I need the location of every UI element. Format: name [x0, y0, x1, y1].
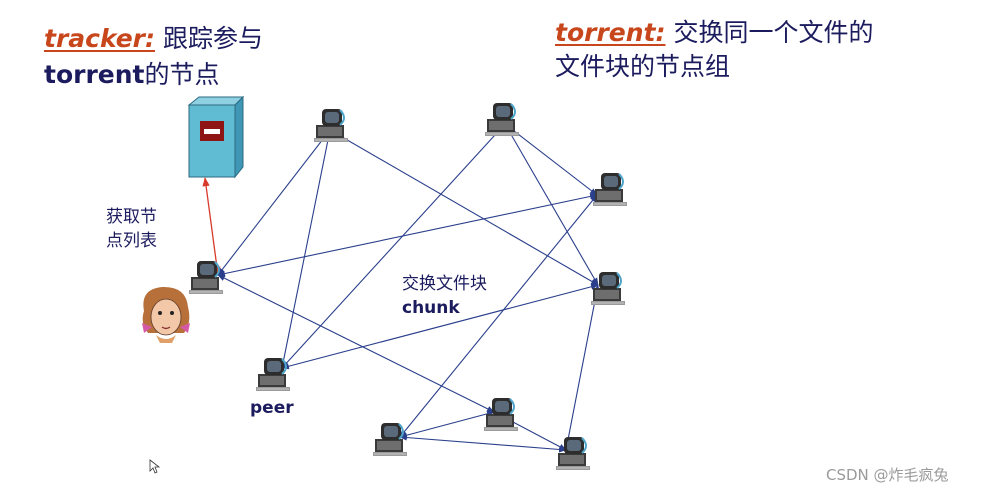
tracker-keyword: tracker: [44, 24, 155, 53]
edge-tracker-user-peer [202, 177, 221, 276]
computer-icon [484, 102, 520, 137]
edge-bottom-left-bottom-right [399, 434, 567, 453]
tracker-desc: 跟踪参与 [162, 24, 263, 53]
edge-top-left-peer [280, 129, 332, 369]
edge-user-peer-right-top [217, 193, 598, 277]
exchange-line1: 交换文件块 [402, 274, 487, 294]
cursor-icon [149, 459, 161, 474]
get-list-label: 获取节 点列表 [106, 205, 157, 253]
edge-top-mid-peer [281, 123, 506, 369]
watermark: CSDN @炸毛疯兔 [826, 466, 949, 484]
edges [202, 123, 600, 453]
get-list-line1: 获取节 [106, 207, 157, 227]
tracker-line2-rest: 的节点 [144, 60, 220, 89]
edge-right-mid-peer [281, 283, 599, 370]
computer-icon [555, 436, 591, 471]
tracker-heading-line2: torrent的节点 [44, 58, 220, 91]
tracker-heading: tracker: 跟踪参与 [44, 22, 263, 55]
torrent-heading: torrent: 交换同一个文件的 [555, 16, 873, 49]
edge-right-mid-bottom-right [564, 284, 600, 451]
torrent-bold: torrent [44, 60, 145, 89]
computer-icon [188, 260, 224, 295]
get-list-line2: 点列表 [106, 231, 157, 251]
computer-icon [483, 397, 519, 432]
user-face-icon [142, 286, 190, 343]
computer-icon [592, 172, 628, 207]
torrent-desc-line2: 文件块的节点组 [555, 52, 731, 81]
computer-icon [372, 422, 408, 457]
edge-top-left-right-mid [329, 129, 599, 286]
torrent-desc-line1: 交换同一个文件的 [673, 18, 874, 47]
computer-icon [255, 357, 291, 392]
exchange-chunk-label: 交换文件块 chunk [402, 272, 487, 320]
peer-label: peer [250, 398, 294, 418]
exchange-line2: chunk [402, 298, 460, 318]
edge-bottom-left-bottom-mid [399, 410, 495, 439]
server-icon [187, 95, 245, 179]
edge-top-mid-right-mid [504, 123, 599, 286]
computer-icon [313, 108, 349, 143]
computer-icon [590, 271, 626, 306]
torrent-keyword: torrent: [555, 18, 666, 47]
